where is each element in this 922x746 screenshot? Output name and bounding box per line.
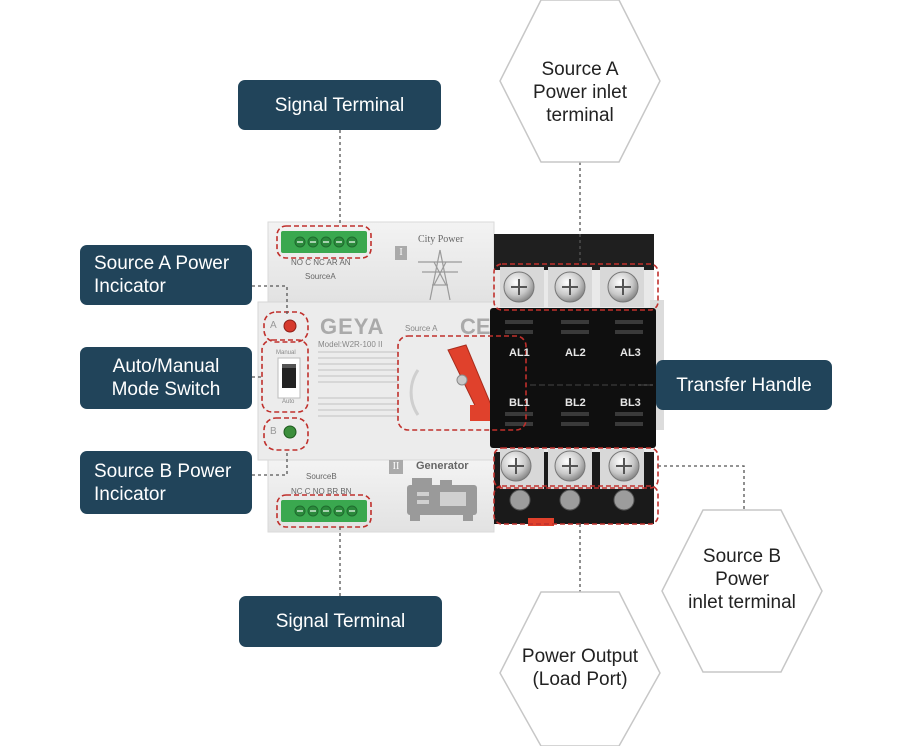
mode-auto-label: Auto [282, 399, 295, 405]
source-b-label: SourceB [306, 472, 337, 481]
transfer-handle-graphic [409, 344, 495, 421]
top-signal-terminal-block [281, 231, 367, 253]
bottom-terminal-labels: NC C NO BR BN [291, 487, 352, 496]
phase-label-bl1: BL1 [509, 397, 530, 409]
transfer-handle-text: Transfer Handle [676, 374, 812, 396]
leader-lines [252, 130, 745, 596]
city-power-label: City Power [418, 234, 464, 245]
source-a-label: SourceA [305, 272, 336, 281]
city-power-numeral: I [395, 246, 407, 260]
signal-terminal-bottom-text: Signal Terminal [275, 611, 406, 632]
mode-switch-callout: Auto/Manual Mode Switch [80, 347, 252, 409]
source-a-inlet-label: Source A Power inlet terminal [533, 59, 627, 126]
power-output-label: Power Output (Load Port) [521, 646, 639, 690]
signal-terminal-bottom-callout: Signal Terminal [239, 596, 442, 647]
source-b-indicator-light [283, 425, 297, 439]
power-tower-icon [418, 249, 462, 301]
hexagon-shapes [499, 0, 823, 746]
phase-label-al3: AL3 [620, 347, 641, 359]
source-b-inlet-label: Source B Power inlet terminal [688, 546, 796, 613]
indicator-a-letter: A [270, 320, 277, 331]
indicator-b-letter: B [270, 426, 277, 437]
top-terminal-labels: NO C NC AR AN [291, 258, 351, 267]
source-b-indicator-callout: Source B Power Incicator [80, 451, 252, 514]
mode-manual-label: Manual [276, 350, 296, 356]
highlight-boxes [261, 225, 659, 528]
phase-label-bl2: BL2 [565, 397, 586, 409]
source-a-indicator-light [283, 319, 297, 333]
source-a-small-label: Source A [405, 324, 438, 333]
source-a-screws [500, 267, 644, 307]
phase-label-bl3: BL3 [620, 397, 641, 409]
signal-terminal-top-text: Signal Terminal [274, 94, 405, 116]
transfer-handle-callout: Transfer Handle [656, 360, 832, 410]
phase-label-al1: AL1 [509, 347, 530, 359]
generator-numeral: II [389, 460, 403, 474]
source-a-indicator-callout: Source A Power Incicator [80, 245, 252, 305]
mode-switch-text: Auto/Manual Mode Switch [111, 356, 221, 400]
phase-label-al2: AL2 [565, 347, 586, 359]
generator-label: Generator [416, 460, 469, 472]
model-label: Model:W2R-100 II [318, 340, 383, 349]
bottom-signal-terminal-block [281, 500, 367, 522]
source-b-indicator-text: Source B Power Incicator [94, 460, 232, 505]
load-port-screws [509, 489, 635, 511]
mode-switch [277, 357, 301, 399]
ce-mark: CE [460, 314, 491, 339]
generator-icon [407, 478, 477, 521]
source-a-indicator-text: Source A Power Incicator [94, 253, 230, 297]
signal-terminal-top-callout: Signal Terminal [238, 80, 441, 130]
brand-logo-text: GEYA [320, 314, 385, 339]
source-b-screws [500, 449, 644, 489]
